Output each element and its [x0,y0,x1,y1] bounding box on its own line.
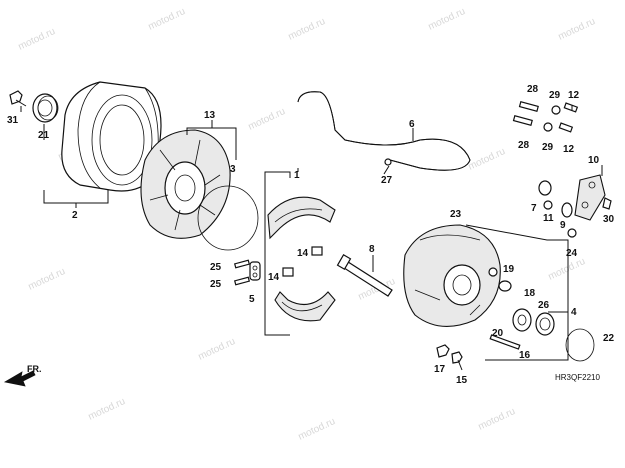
brake-cam-8 [336,253,393,297]
bolt-31 [9,90,27,107]
watermark-text: motod.ru [87,396,127,423]
o-ring-3 [197,185,259,251]
callout-30: 30 [603,214,615,225]
callout-24: 24 [566,248,578,259]
callout-16: 16 [519,350,531,361]
bolt-12a [563,102,579,113]
ring-7 [538,180,552,196]
callout-28-upper: 28 [527,84,539,95]
callout-21: 21 [38,130,50,141]
callouts: 31 21 2 13 3 1 14 14 25 25 5 6 27 8 23 1… [7,84,615,386]
watermark-text: motod.ru [557,16,597,43]
plate-5 [249,261,261,281]
callout-4: 4 [571,307,577,318]
bolt-15 [451,351,463,371]
pin-16 [489,334,521,350]
brake-arm-10 [574,174,606,221]
callout-20: 20 [492,328,504,339]
callout-15: 15 [456,375,468,386]
seal-26 [535,312,555,336]
bolt-30 [602,197,612,210]
callout-3: 3 [230,164,236,175]
callout-18: 18 [524,288,536,299]
watermark-text: motod.ru [247,106,287,133]
washer-19 [488,267,498,277]
callout-13: 13 [204,110,216,121]
nut-18 [498,280,512,292]
watermark-text: motod.ru [297,416,337,443]
callout-23: 23 [450,209,462,220]
callout-14-upper: 14 [297,248,309,259]
watermark-text: motod.ru [467,146,507,173]
washer-29b [543,122,553,132]
bolt-17 [436,344,450,358]
callout-27: 27 [381,175,393,186]
drum-cover-3 [140,129,231,239]
bearing-20 [512,308,532,332]
washer-11 [543,200,553,210]
diagram-code: HR3QF2210 [555,373,600,382]
callout-1: 1 [294,170,300,181]
callout-29-lower: 29 [542,142,554,153]
spring-9 [561,202,573,218]
watermark-text: motod.ru [477,406,517,433]
direction-label: FR. [27,364,42,374]
callout-28-lower: 28 [518,140,530,151]
callout-9: 9 [560,220,566,231]
callout-8: 8 [369,244,375,255]
callout-10: 10 [588,155,600,166]
callout-14-lower: 14 [268,272,280,283]
clip-27 [384,158,392,166]
watermark-text: motod.ru [287,16,327,43]
brake-shoe-upper-1 [267,196,336,240]
spring-28b [512,115,533,126]
callout-7: 7 [531,203,537,214]
callout-12-upper: 12 [568,90,580,101]
cable-6 [297,91,471,171]
bolt-12b [558,122,574,133]
watermark-text: motod.ru [27,266,67,293]
callout-11: 11 [543,213,554,224]
callout-22: 22 [603,333,615,344]
front-direction-arrow: FR. [3,364,42,387]
watermark-text: motod.ru [17,26,57,53]
washer-29a [551,105,561,115]
spring-28a [518,101,539,112]
callout-6: 6 [409,119,415,130]
callout-17: 17 [434,364,446,375]
callout-25-lower: 25 [210,279,222,290]
callout-5: 5 [249,294,255,305]
callout-12-lower: 12 [563,144,575,155]
callout-26: 26 [538,300,550,311]
watermark-layer: motod.ru motod.ru motod.ru motod.ru moto… [17,6,597,443]
brake-shoe-lower-1 [274,291,336,322]
watermark-text: motod.ru [547,256,587,283]
watermark-text: motod.ru [427,6,467,33]
callout-2: 2 [72,210,78,221]
callout-25-upper: 25 [210,262,222,273]
watermark-text: motod.ru [147,6,187,33]
callout-31: 31 [7,115,19,126]
watermark-text: motod.ru [197,336,237,363]
oil-seal-21 [32,93,59,123]
nut-24 [567,228,577,238]
callout-19: 19 [503,264,515,275]
spring-14 [282,246,323,277]
callout-29-upper: 29 [549,90,561,101]
brake-panel-23 [403,224,501,327]
o-ring-22 [565,328,595,362]
pins-25 [233,259,251,286]
leader-lines [20,105,603,361]
